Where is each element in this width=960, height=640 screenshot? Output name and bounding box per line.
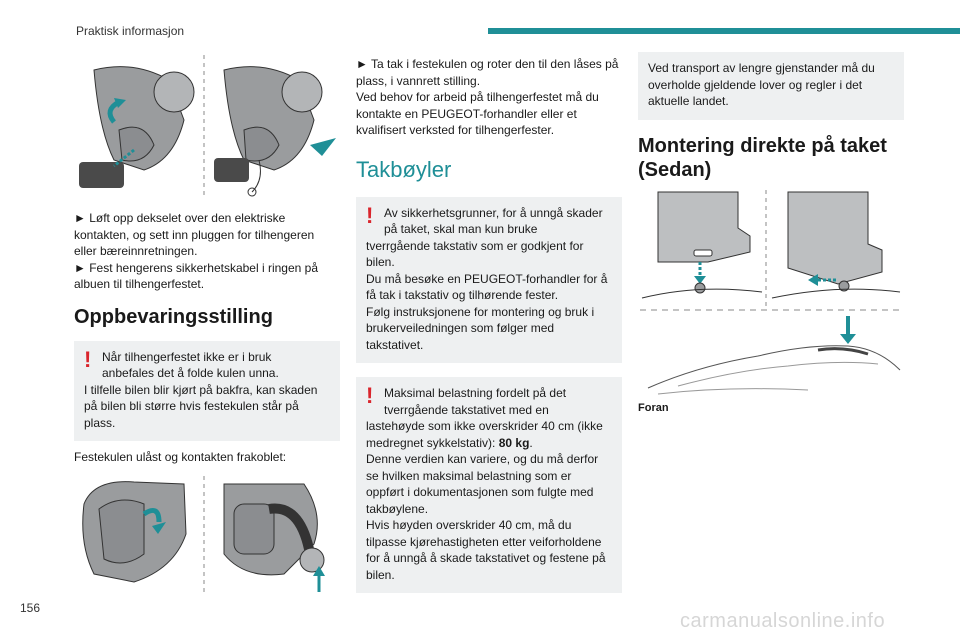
note-line: anbefales det å folde kulen unna.: [102, 366, 279, 380]
instruction-safety-cable: ► Fest hengerens sikkerhetskabel i ringe…: [74, 260, 319, 292]
instruction-plug-in: ► Løft opp dekselet over den elektriske …: [74, 211, 315, 258]
note-text: lastehøyde som ikke overskrider 40 cm (i…: [366, 418, 612, 451]
warning-icon: !: [366, 383, 374, 408]
note-text: I tilfelle bilen blir kjørt på bakfra, k…: [84, 382, 318, 430]
tow-ball-fold-illustration: [82, 475, 325, 592]
page-header-title: Praktisk informasjon: [76, 24, 185, 38]
warning-icon: !: [366, 202, 374, 228]
instruction-dealer: Ved behov for arbeid på tilhengerfestet …: [356, 90, 599, 137]
roof-mounting-illustration: [640, 189, 902, 394]
column-3: Ved transport av lengre gjenstander må d…: [638, 52, 904, 414]
tow-hitch-connector-illustration: [74, 50, 340, 200]
section-heading-roof-mounting: Montering direkte på taket (Sedan): [638, 134, 887, 181]
note-text-part: .: [529, 435, 533, 450]
caption-front: Foran: [638, 401, 669, 414]
note-text: Hvis høyden overskrider 40 cm, må du til…: [366, 518, 606, 582]
section-heading-roof-bars: Takbøyler: [356, 156, 452, 182]
note-text: Du må besøke en PEUGEOT-forhandler for å…: [366, 271, 608, 303]
note-text: Ved transport av lengre gjenstander må d…: [648, 61, 875, 108]
note-line: på taket, skal man kun bruke: [384, 222, 538, 236]
note-text: Denne verdien kan variere, og du må derf…: [366, 452, 599, 516]
warning-note-storage: ! Når tilhengerfestet ikke er i bruk anb…: [74, 340, 340, 441]
caption-ball-unlocked: Festekulen ulåst og kontakten frakoblet:: [74, 450, 287, 464]
max-load-value: 80 kg: [498, 435, 530, 450]
column-2: ► Ta tak i festekulen og roter den til d…: [356, 56, 622, 593]
warning-note-roof-bars: ! Av sikkerhetsgrunner, for å unngå skad…: [356, 196, 622, 363]
column-1: ► Løft opp dekselet over den elektriske …: [74, 50, 340, 594]
info-note-long-objects: Ved transport av lengre gjenstander må d…: [638, 52, 904, 120]
note-line: Når tilhengerfestet ikke er i bruk: [102, 349, 272, 364]
note-text: tverrgående takstativ som er godkjent fo…: [366, 238, 584, 270]
warning-note-max-load: ! Maksimal belastning fordelt på det tve…: [356, 377, 622, 593]
note-line: Av sikkerhetsgrunner, for å unngå skader: [384, 205, 603, 220]
note-text: Følg instruksjonene for montering og bru…: [366, 304, 595, 352]
section-heading-storage: Oppbevaringsstilling: [74, 305, 273, 328]
instruction-rotate-ball: ► Ta tak i festekulen og roter den til d…: [356, 57, 619, 88]
warning-icon: !: [84, 346, 92, 372]
page-number: 156: [20, 601, 41, 615]
note-text-part: lastehøyde som ikke overskrider 40 cm (i…: [366, 419, 603, 450]
note-line: tverrgående takstativet med en: [384, 402, 549, 417]
header-accent-bar: [488, 28, 960, 34]
note-line: Maksimal belastning fordelt på det: [384, 386, 567, 400]
watermark: carmanualsonline.info: [680, 610, 886, 632]
